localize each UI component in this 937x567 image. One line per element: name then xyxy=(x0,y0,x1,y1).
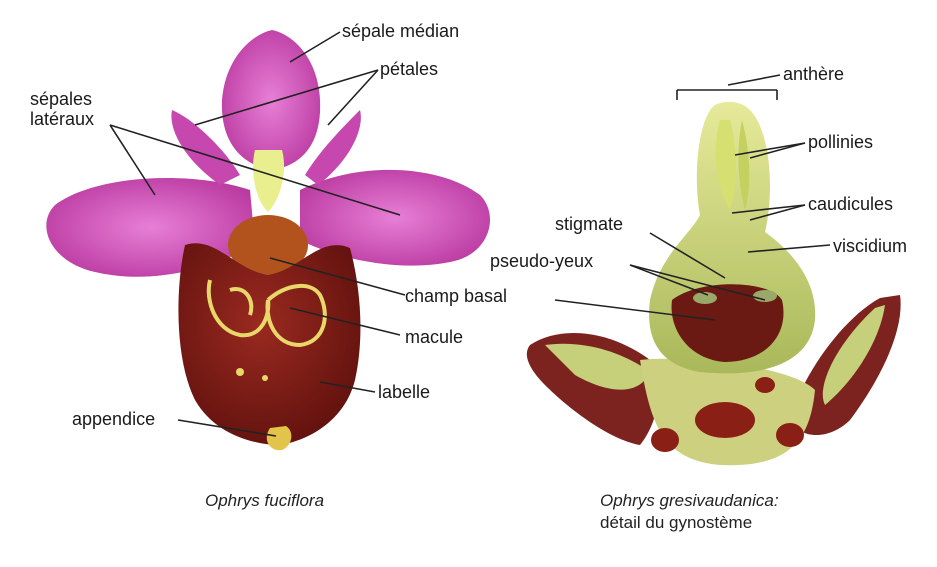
median-sepal xyxy=(222,30,320,170)
label-champ-basal-left: champ basal xyxy=(405,287,507,305)
caption-right-line2: détail du gynostème xyxy=(600,513,752,532)
label-sepale-median: sépale médian xyxy=(342,22,459,40)
caption-right: Ophrys gresivaudanica: détail du gynostèm… xyxy=(600,490,779,534)
caption-left: Ophrys fuciflora xyxy=(205,490,324,512)
appendix xyxy=(267,426,292,450)
label-viscidium: viscidium xyxy=(833,237,907,255)
label-appendice: appendice xyxy=(72,410,155,428)
label-sepales-lateraux-2: latéraux xyxy=(30,110,94,128)
label-sepales-lateraux-1: sépales xyxy=(30,90,92,108)
label-labelle: labelle xyxy=(378,383,430,401)
label-anthere: anthère xyxy=(783,65,844,83)
label-pollinies: pollinies xyxy=(808,133,873,151)
label-pseudo-yeux: pseudo-yeux xyxy=(490,252,593,270)
caption-left-text: Ophrys fuciflora xyxy=(205,491,324,510)
ophrys-gresivaudanica-figure xyxy=(527,102,901,466)
label-macule: macule xyxy=(405,328,463,346)
gynostemium-left xyxy=(253,150,284,212)
caption-right-line1: Ophrys gresivaudanica: xyxy=(600,491,779,510)
label-caudicules: caudicules xyxy=(808,195,893,213)
label-petales: pétales xyxy=(380,60,438,78)
label-stigmate: stigmate xyxy=(555,215,623,233)
